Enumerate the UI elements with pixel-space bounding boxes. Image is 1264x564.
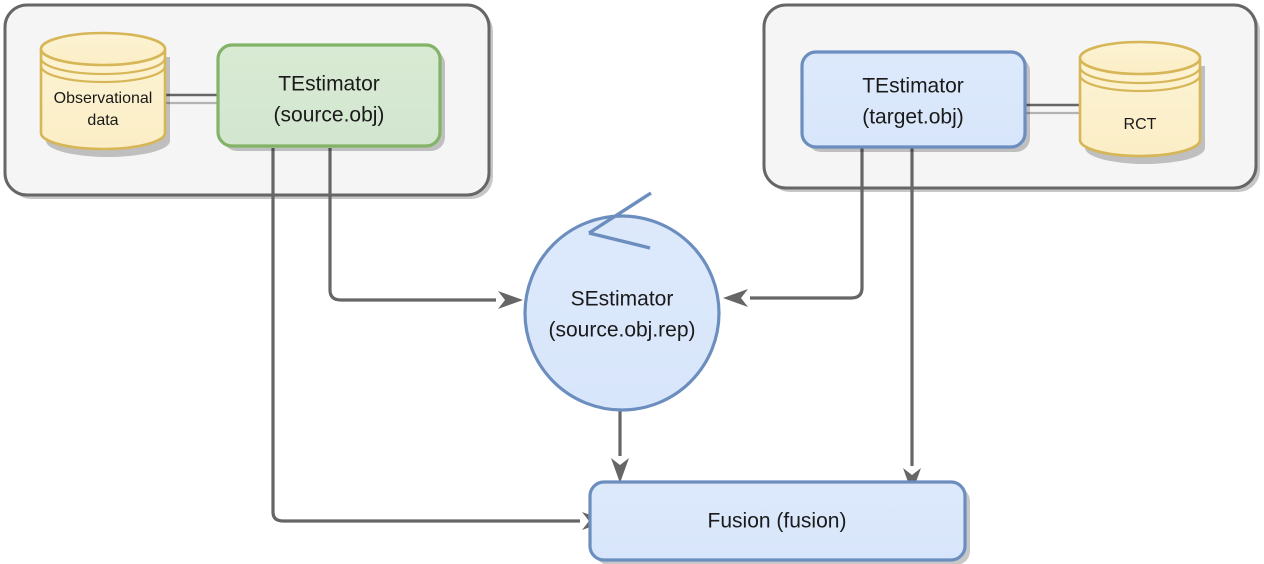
testimator-source-node[interactable]: TEstimator (source.obj) <box>216 43 445 151</box>
edge-testimator-source-to-sestimator[interactable] <box>328 148 523 309</box>
testimator-target-box <box>800 50 1027 149</box>
rct-data-rib-2 <box>1078 74 1202 93</box>
rct-data-label: RCT <box>1124 116 1157 133</box>
sestimator-label-line1: SEstimator <box>571 288 674 311</box>
rct-data-body <box>1078 56 1202 158</box>
fusion-node[interactable]: Fusion (fusion) <box>588 480 970 564</box>
observational-data-rib-1 <box>39 57 167 76</box>
rct-data-rib-1 <box>1078 66 1202 85</box>
sestimator-circle <box>523 214 721 412</box>
edge-obs-to-testimator-source[interactable] <box>165 93 220 105</box>
testimator-source-box <box>216 43 442 148</box>
edge-sestimator-self-loop[interactable] <box>588 191 652 250</box>
sestimator-label-line2: (source.obj.rep) <box>548 319 695 342</box>
observational-data-label-line2: data <box>87 112 118 129</box>
fusion-box <box>588 480 967 562</box>
edge-testimator-target-to-rct[interactable] <box>1026 103 1082 115</box>
observational-data-rib-2 <box>39 65 167 84</box>
testimator-target-label-line1: TEstimator <box>862 75 964 98</box>
arrowhead-left-sestimator <box>723 289 748 307</box>
observational-data-top <box>39 31 167 67</box>
arrowhead-right-sestimator <box>498 291 523 309</box>
rct-data-node[interactable]: RCT <box>1078 40 1205 164</box>
observational-data-body <box>39 47 167 151</box>
arrowhead-down-fusion-left <box>611 458 629 483</box>
observational-data-node[interactable]: Observational data <box>39 31 170 157</box>
observational-data-label-line1: Observational <box>54 90 153 107</box>
edge-testimator-target-to-sestimator[interactable] <box>723 148 864 307</box>
testimator-target-node[interactable]: TEstimator (target.obj) <box>800 50 1030 152</box>
testimator-target-label-line2: (target.obj) <box>862 106 964 129</box>
testimator-source-label-line2: (source.obj) <box>274 104 385 127</box>
fusion-label: Fusion (fusion) <box>708 510 847 533</box>
testimator-source-label-line1: TEstimator <box>278 73 380 96</box>
rct-data-top <box>1078 40 1202 76</box>
edge-sestimator-to-fusion[interactable] <box>611 407 629 483</box>
sestimator-node[interactable]: SEstimator (source.obj.rep) <box>523 214 721 412</box>
edge-testimator-target-to-fusion[interactable] <box>903 148 921 493</box>
